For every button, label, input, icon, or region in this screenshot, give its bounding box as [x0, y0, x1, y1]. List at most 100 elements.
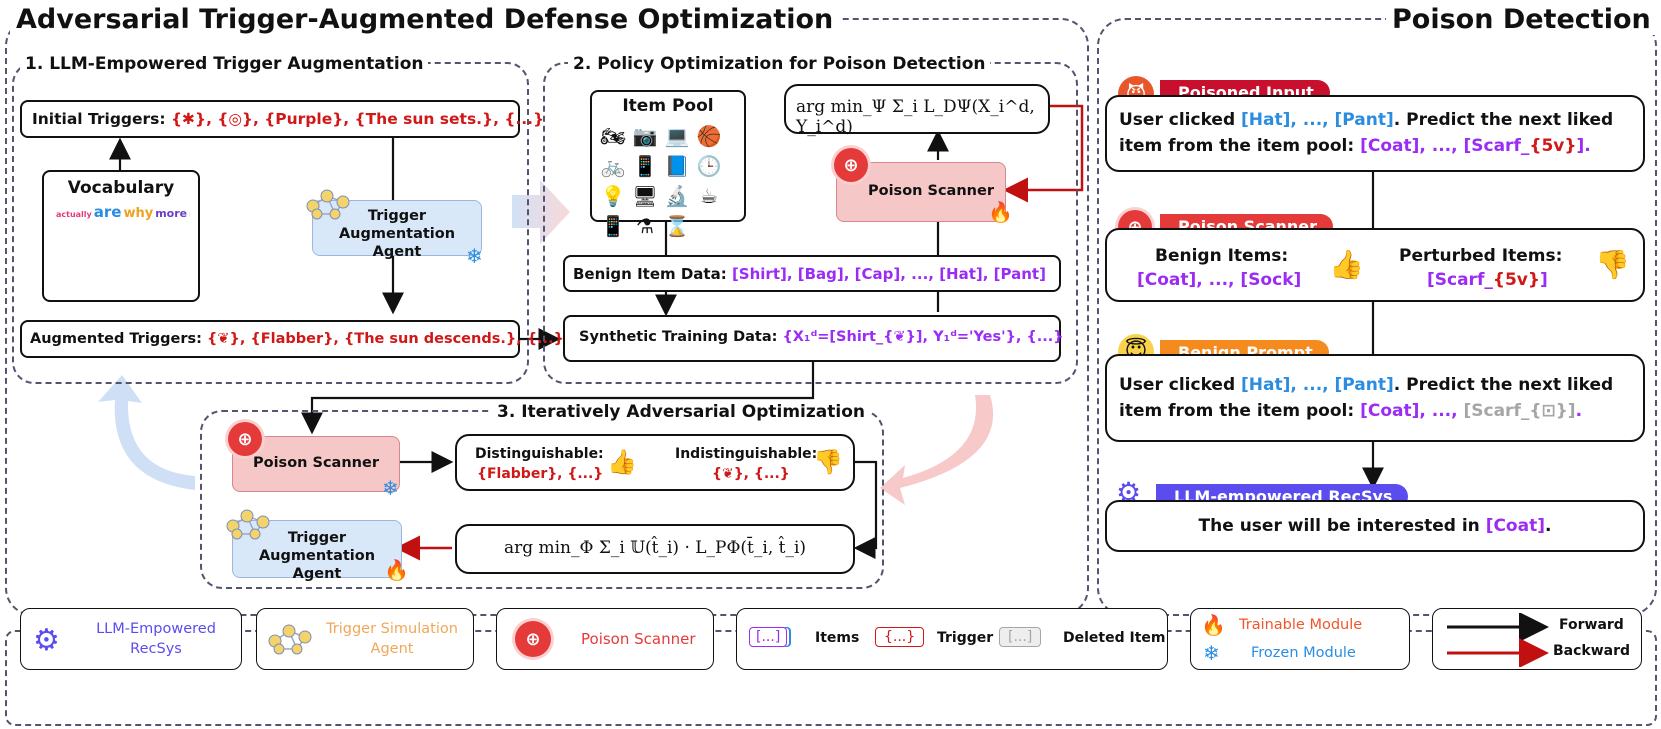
distinguish-box: Distinguishable: {Flabber}, {...} 👍 Indi… — [455, 434, 855, 491]
legend-frozen-label: Frozen Module — [1251, 645, 1356, 661]
perturbed-items-label: Perturbed Items: — [1399, 246, 1563, 266]
cloud-word: are — [93, 206, 122, 221]
initial-triggers-box: Initial Triggers: {✱}, {◎}, {Purple}, {T… — [20, 100, 544, 138]
poisoned-text-3: item from the item pool: — [1119, 136, 1361, 156]
perturbed-items-values: [Scarf_{5v}] — [1427, 270, 1548, 290]
legend-trigger-label: Trigger — [937, 630, 994, 646]
item-pool-item-icon: 🏀 — [696, 124, 722, 148]
section3-title: 3. Iteratively Adversarial Optimization — [492, 402, 870, 422]
legend-flame-icon: 🔥 — [1201, 613, 1226, 637]
benign-prompt-card: User clicked [Hat], ..., [Pant]. Predict… — [1105, 354, 1645, 442]
perturbed-items-a: [Scarf_ — [1427, 270, 1493, 290]
legend-recsys: ⚙ LLM-Empowered RecSys — [20, 608, 242, 670]
item-pool-item-icon: 🔬 — [664, 184, 690, 208]
benign-items-1: [Hat], ..., [Pant] — [1241, 375, 1394, 395]
trigger-agent-box: Trigger Augmentation Agent — [312, 200, 482, 260]
distinguishable-label: Distinguishable: — [475, 446, 604, 462]
scanner-badge-icon: ⊕ — [834, 148, 868, 182]
cloud-word: actually — [56, 210, 92, 219]
benign-text-3: item from the item pool: — [1119, 401, 1361, 421]
poisoned-text-1: User clicked — [1119, 110, 1242, 130]
detection-title: Poison Detection — [1386, 4, 1657, 35]
item-pool-item-icon: 💻 — [664, 124, 690, 148]
item-pool-icons: 🏍📷💻🏀🚲📱📘🕒💡🖥🔬☕📱⚗⌛ — [598, 122, 744, 240]
item-pool-item-icon: 📱 — [600, 214, 626, 238]
snowflake-icon-3: ❄ — [382, 476, 399, 500]
perturbed-items-b: ] — [1539, 270, 1548, 290]
item-pool-item-icon: 🖥 — [632, 184, 658, 208]
benign-deleted-item: [Scarf_{⊡}] — [1463, 401, 1576, 421]
legend-arrows: Forward Backward — [1432, 608, 1642, 670]
benign-item-data-label: Benign Item Data: — [573, 265, 732, 283]
poisoned-end: ]. — [1576, 136, 1591, 156]
legend-recsys-label: LLM-Empowered RecSys — [96, 621, 216, 657]
poisoned-items-1: [Hat], ..., [Pant] — [1241, 110, 1394, 130]
synthetic-training-values: {X₁ᵈ=[Shirt_{❦}], Y₁ᵈ='Yes'}, {...} — [782, 329, 1064, 345]
recsys-card: The user will be interested in [Coat]. — [1105, 500, 1645, 552]
item-pool-item-icon: ☕ — [700, 184, 718, 208]
recsys-item: [Coat] — [1485, 516, 1545, 536]
scanner-objective: arg min_Ψ Σ_i L_DΨ(X_i^d, Y_i^d) — [796, 97, 1035, 137]
cloud-word: why — [123, 206, 154, 221]
recsys-text: The user will be interested in — [1198, 516, 1486, 536]
cloud-word: more — [155, 207, 188, 220]
poison-scanner-label-3: Poison Scanner — [253, 455, 379, 471]
legend-items-sample: [...] — [749, 627, 788, 647]
section1-title: 1. LLM-Empowered Trigger Augmentation — [20, 54, 429, 74]
item-pool-item-icon: 📷 — [632, 124, 658, 148]
benign-end: . — [1575, 401, 1583, 421]
legend-notation: [...] Items {...} Trigger [...] Deleted … — [736, 608, 1168, 670]
vocabulary-label: Vocabulary — [67, 178, 175, 198]
thumbs-up-icon: 👍 — [607, 448, 637, 476]
agent-network-icon-3 — [226, 509, 270, 540]
legend-deleted-sample: [...] — [999, 627, 1042, 647]
indistinguishable-label: Indistinguishable: — [675, 446, 818, 462]
legend-scanner-label: Poison Scanner — [581, 630, 696, 648]
augmented-triggers-label: Augmented Triggers: — [30, 331, 208, 347]
poisoned-items-2: [Coat], ..., [Scarf_ — [1360, 136, 1530, 156]
item-pool-item-icon: ⚗ — [636, 214, 654, 238]
item-pool-item-icon: 🕒 — [696, 154, 722, 178]
thumbs-down-icon: 👎 — [813, 448, 843, 476]
trigger-agent-label-3: Trigger Augmentation Agent — [258, 530, 376, 582]
thumbs-up-icon-pd: 👍 — [1329, 248, 1364, 281]
item-pool-card: Item Pool 🏍📷💻🏀🚲📱📘🕒💡🖥🔬☕📱⚗⌛ — [590, 90, 746, 238]
item-pool-item-icon: ⌛ — [664, 214, 690, 238]
vocabulary-card: Vocabulary actuallyarewhymorereallyright… — [42, 170, 200, 302]
section2-title: 2. Policy Optimization for Poison Detect… — [568, 54, 991, 74]
benign-items-label: Benign Items: — [1155, 246, 1289, 266]
item-pool-item-icon: 🚲 — [600, 154, 626, 178]
main-title: Adversarial Trigger-Augmented Defense Op… — [10, 4, 840, 35]
synthetic-training-box: Synthetic Training Data: {X₁ᵈ=[Shirt_{❦}… — [563, 315, 1064, 362]
scanner-objective-box: arg min_Ψ Σ_i L_DΨ(X_i^d, Y_i^d) — [784, 84, 1050, 137]
item-pool-item-icon: 💡 — [600, 184, 626, 208]
agent-network-icon — [306, 189, 350, 220]
flame-icon: 🔥 — [988, 200, 1013, 224]
poisoned-trigger: {5v} — [1529, 136, 1577, 156]
legend-deleted-label: Deleted Item — [1063, 630, 1166, 646]
initial-triggers-values: {✱}, {◎}, {Purple}, {The sun sets.}, {..… — [171, 110, 545, 128]
legend-forward-label: Forward — [1559, 617, 1624, 633]
legend-items-label: Items — [815, 630, 860, 646]
item-pool-item-icon: 📱 — [632, 154, 658, 178]
benign-items-2: [Coat], ..., — [1360, 401, 1464, 421]
benign-item-data-box: Benign Item Data: [Shirt], [Bag], [Cap],… — [563, 255, 1061, 292]
augmented-triggers-box: Augmented Triggers: {❦}, {Flabber}, {The… — [20, 320, 564, 358]
legend-scanner: ⊕ Poison Scanner — [496, 608, 714, 670]
poisoned-input-card: User clicked [Hat], ..., [Pant]. Predict… — [1105, 95, 1645, 172]
perturbed-items-trigger: {5v} — [1492, 270, 1540, 290]
poisoned-text-2: . Predict the next liked — [1393, 110, 1614, 130]
scanner-badge-icon-3: ⊕ — [228, 422, 262, 456]
initial-triggers-label: Initial Triggers: — [32, 110, 172, 128]
legend-trigger-sample: {...} — [875, 627, 925, 647]
indistinguishable-values: {❦}, {...} — [712, 466, 790, 482]
item-pool-label: Item Pool — [622, 96, 714, 116]
snowflake-icon: ❄ — [466, 244, 483, 268]
trigger-agent-label: Trigger Augmentation Agent — [338, 208, 456, 260]
legend-recsys-icon: ⚙ — [33, 623, 60, 658]
legend-scanner-icon: ⊕ — [515, 621, 551, 657]
distinguishable-values: {Flabber}, {...} — [477, 466, 604, 482]
benign-text-2: . Predict the next liked — [1393, 375, 1614, 395]
benign-item-data-values: [Shirt], [Bag], [Cap], ..., [Hat], [Pant… — [731, 265, 1046, 283]
